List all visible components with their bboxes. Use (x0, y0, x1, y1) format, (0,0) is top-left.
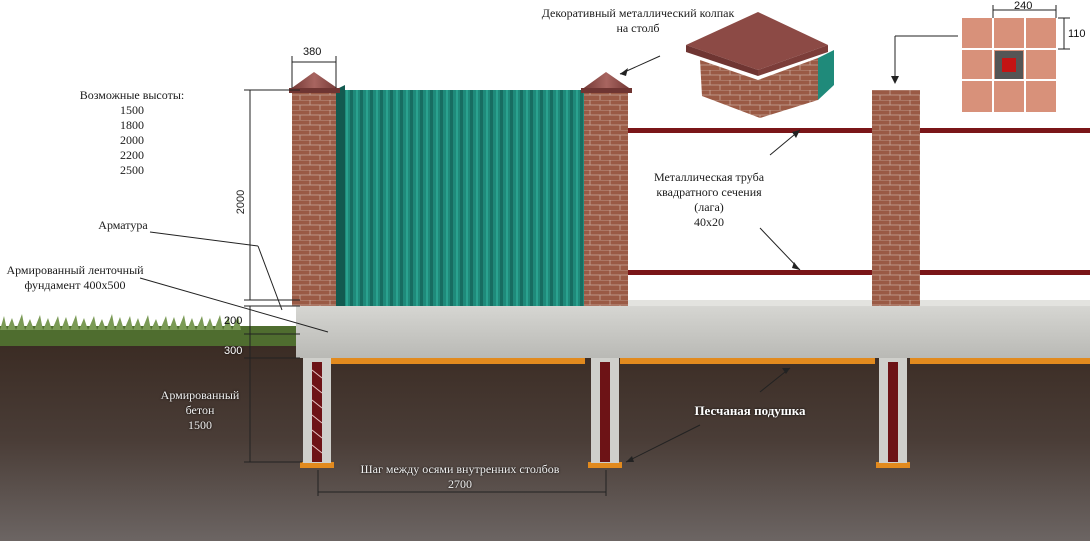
pipe-label-line2: квадратного сечения (656, 185, 762, 199)
pipe-label-line4: 40х20 (694, 215, 724, 229)
height-value: 2500 (120, 163, 144, 177)
arrowheads (620, 68, 899, 462)
step-label-line2: 2700 (448, 477, 472, 491)
concrete-label: Армированный бетон 1500 (150, 388, 250, 433)
cap-detail-illustration (686, 12, 834, 118)
concrete-label-line1: Армированный (160, 388, 240, 402)
fence-height-dim: 2000 (235, 189, 247, 215)
step-label-line1: Шаг между осями внутренних столбов (360, 462, 560, 476)
post-width-dim: 380 (303, 46, 322, 58)
rebar-label: Арматура (98, 218, 148, 232)
heights-block: Возможные высоты: 1500 1800 2000 2200 25… (64, 88, 200, 178)
pipe-label-line1: Металлическая труба (653, 170, 765, 184)
foundation-label: Армированный ленточный фундамент 400х500 (0, 263, 150, 293)
height-value: 1500 (120, 103, 144, 117)
cap-label: Декоративный металлический колпак на сто… (502, 6, 774, 36)
pipe-label: Металлическая труба квадратного сечения … (636, 170, 782, 230)
height-value: 1800 (120, 118, 144, 132)
concrete-piles (303, 358, 907, 463)
metal-pipes (626, 128, 1090, 275)
profiled-sheet (335, 90, 585, 306)
height-value: 2000 (120, 133, 144, 147)
brick-width-dim: 240 (1014, 0, 1033, 12)
below-ground-dim: 300 (224, 345, 243, 357)
foundation-label-line1: Армированный ленточный (6, 263, 144, 277)
step-label: Шаг между осями внутренних столбов 2700 (330, 462, 590, 492)
dimension-lines (139, 5, 1070, 496)
height-value: 2200 (120, 148, 144, 162)
foundation-label-line2: фундамент 400х500 (24, 278, 126, 292)
sand-label: Песчаная подушка (694, 403, 806, 418)
cap-label-line1: Декоративный металлический колпак (541, 6, 735, 20)
brick-height-dim: 110 (1068, 28, 1086, 40)
strip-foundation (296, 306, 1090, 358)
above-ground-dim: 200 (224, 315, 243, 327)
brick-layout-inset (962, 18, 1056, 112)
concrete-label-line2: бетон (185, 403, 215, 417)
heights-title: Возможные высоты: (79, 88, 185, 102)
pipe-label-line3: (лага) (694, 200, 724, 214)
concrete-label-line3: 1500 (188, 418, 212, 432)
cap-label-line2: на столб (616, 21, 660, 35)
sand-cushion (300, 358, 1090, 468)
soil (0, 340, 1090, 541)
brick-posts (292, 88, 920, 306)
grass (0, 314, 300, 346)
post-caps (289, 72, 632, 93)
